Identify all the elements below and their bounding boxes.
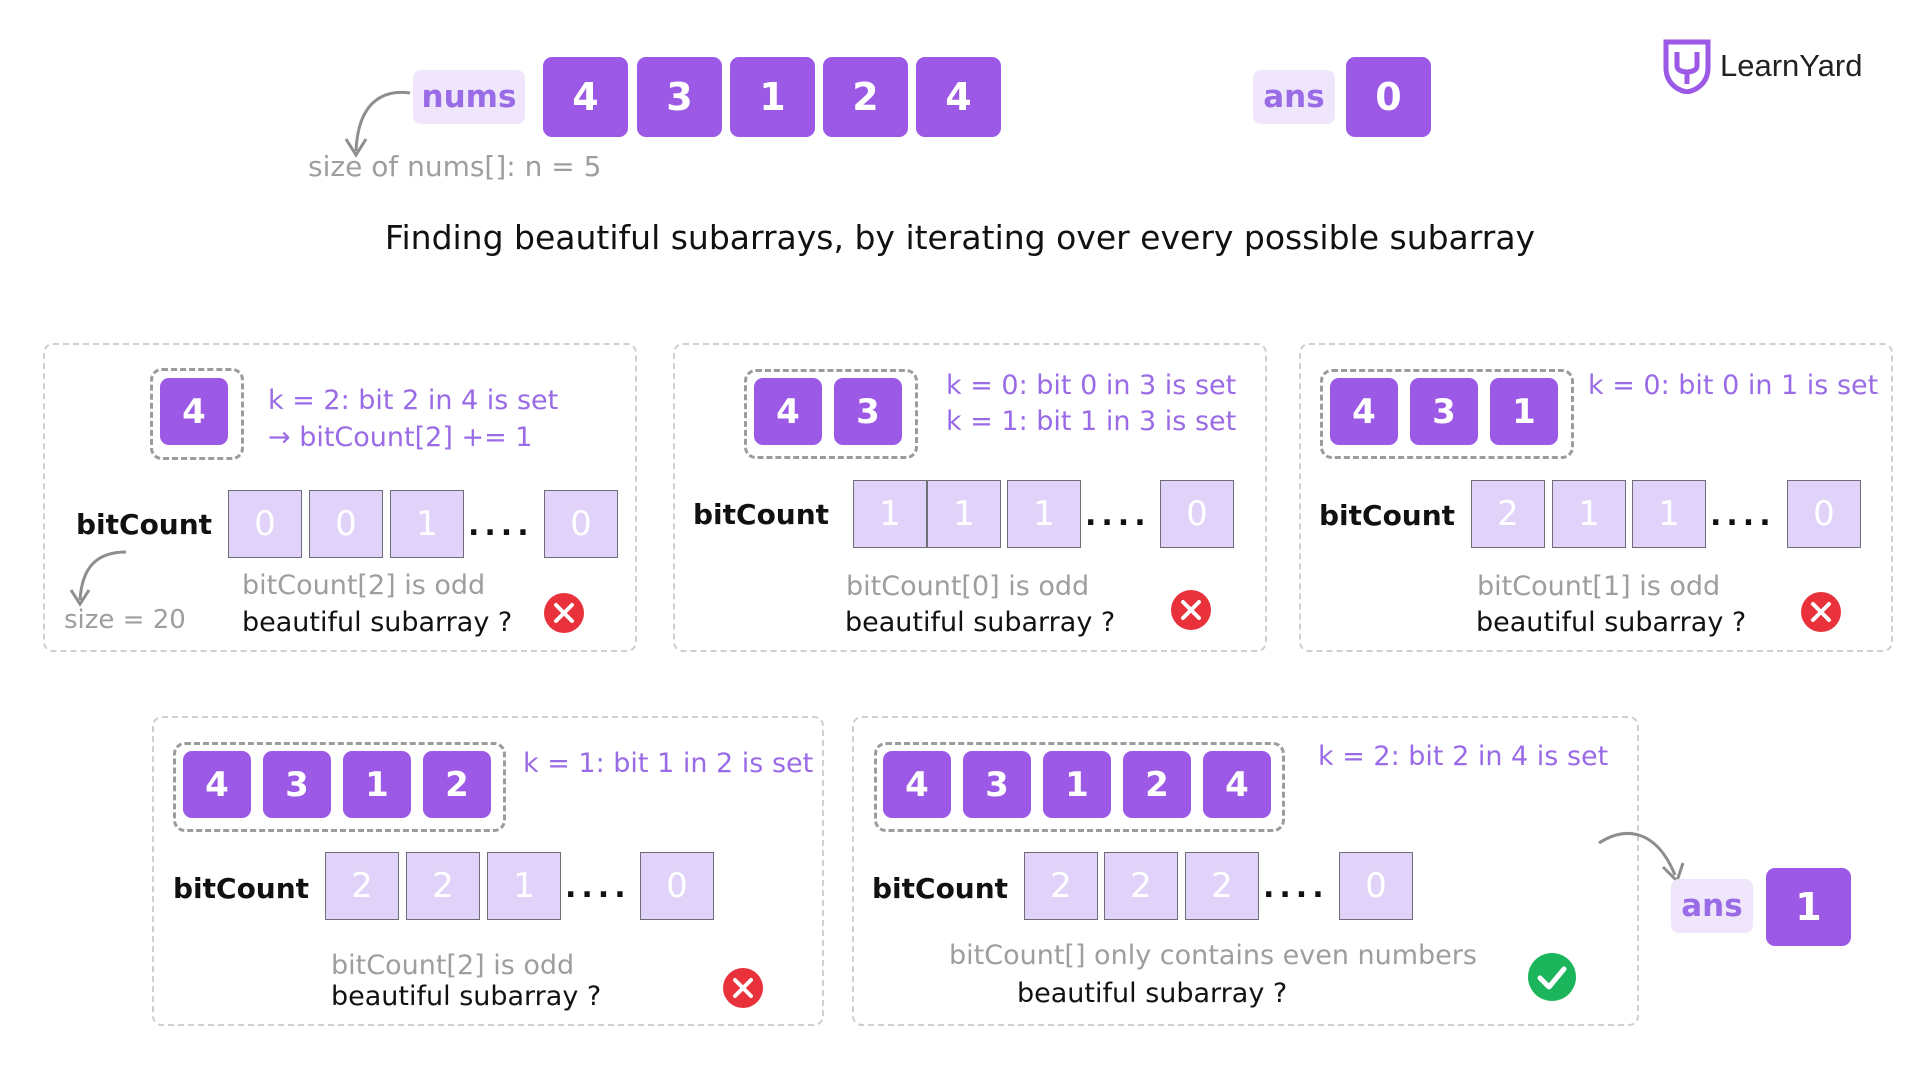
subarray-cell: 4: [1203, 751, 1271, 818]
subarray-cell: 4: [183, 751, 251, 818]
ellipsis: ....: [1263, 870, 1329, 905]
check-text: bitCount[] only contains even numbers: [949, 940, 1477, 971]
bitcount-cell: 2: [1024, 852, 1098, 920]
subarray-frame: [744, 369, 918, 459]
bitcount-cell: 0: [544, 490, 618, 558]
bitcount-label: bitCount: [693, 498, 830, 531]
nums-cell: 1: [730, 57, 815, 137]
nums-label: nums: [413, 70, 525, 124]
curved-arrow-icon: [69, 550, 127, 607]
subarray-cell: 3: [963, 751, 1031, 818]
panel-5: [852, 716, 1639, 1026]
panel-4-note-1: k = 1: bit 1 in 2 is set: [523, 748, 814, 779]
bitcount-cell: 1: [1007, 480, 1081, 548]
panel-2: [673, 343, 1267, 652]
bitcount-cell: 2: [1471, 480, 1545, 548]
page-title: Finding beautiful subarrays, by iteratin…: [384, 218, 1536, 257]
question-text: beautiful subarray ?: [1017, 978, 1288, 1009]
bitcount-cell: 0: [1160, 480, 1234, 548]
bitcount-cell: 1: [853, 480, 927, 548]
subarray-cell: 1: [343, 751, 411, 818]
question-text: beautiful subarray ?: [242, 607, 513, 638]
subarray-cell: 3: [834, 378, 902, 445]
bitcount-cell: 2: [1185, 852, 1259, 920]
ans-label: ans: [1253, 70, 1335, 124]
nums-size-note: size of nums[]: n = 5: [308, 150, 602, 183]
result-ans-label: ans: [1671, 879, 1753, 933]
learnyard-logo-icon: [1663, 39, 1711, 94]
panel-1: [43, 343, 637, 652]
subarray-cell: 4: [883, 751, 951, 818]
bitcount-label: bitCount: [173, 872, 310, 905]
bitcount-cell: 1: [927, 480, 1001, 548]
question-text: beautiful subarray ?: [331, 981, 602, 1012]
cross-icon: [723, 968, 763, 1008]
panel-1-note-2: → bitCount[2] += 1: [268, 422, 533, 453]
ans-value: 0: [1346, 57, 1431, 137]
question-text: beautiful subarray ?: [845, 607, 1116, 638]
subarray-frame: [874, 742, 1285, 832]
subarray-frame: [150, 368, 244, 460]
bitcount-cell: 0: [228, 490, 302, 558]
ellipsis: ....: [565, 870, 631, 905]
subarray-cell: 4: [754, 378, 822, 445]
panel-3: [1299, 343, 1893, 652]
panel-2-note-1: k = 0: bit 0 in 3 is set: [946, 370, 1237, 401]
bitcount-cell: 0: [1339, 852, 1413, 920]
bitcount-label: bitCount: [1319, 499, 1456, 532]
nums-cell: 4: [543, 57, 628, 137]
subarray-cell: 2: [1123, 751, 1191, 818]
curved-arrow-icon: [344, 90, 411, 158]
subarray-cell: 4: [160, 378, 228, 445]
check-text: bitCount[2] is odd: [242, 570, 486, 601]
question-text: beautiful subarray ?: [1476, 607, 1747, 638]
panel-1-note-1: k = 2: bit 2 in 4 is set: [268, 385, 559, 416]
panel-3-note-1: k = 0: bit 0 in 1 is set: [1588, 370, 1879, 401]
panel-5-note-1: k = 2: bit 2 in 4 is set: [1318, 741, 1609, 772]
ellipsis: ....: [1085, 498, 1151, 533]
subarray-frame: [1320, 369, 1574, 459]
size-note: size = 20: [64, 605, 186, 635]
bitcount-cell: 2: [325, 852, 399, 920]
panel-4: [152, 716, 824, 1026]
ellipsis: ....: [468, 508, 534, 543]
cross-icon: [1171, 590, 1211, 630]
bitcount-cell: 1: [390, 490, 464, 558]
cross-icon: [1801, 592, 1841, 632]
subarray-cell: 2: [423, 751, 491, 818]
result-ans-value: 1: [1766, 868, 1851, 946]
bitcount-cell: 2: [406, 852, 480, 920]
nums-cell: 4: [916, 57, 1001, 137]
nums-cell: 2: [823, 57, 908, 137]
logo: LearnYard: [1662, 38, 1862, 94]
bitcount-cell: 2: [1104, 852, 1178, 920]
subarray-cell: 3: [1410, 378, 1478, 445]
bitcount-cell: 1: [487, 852, 561, 920]
logo-text: LearnYard: [1720, 48, 1863, 83]
subarray-cell: 4: [1330, 378, 1398, 445]
subarray-cell: 1: [1490, 378, 1558, 445]
panel-2-note-2: k = 1: bit 1 in 3 is set: [946, 406, 1237, 437]
bitcount-label: bitCount: [872, 872, 1009, 905]
bitcount-cell: 0: [640, 852, 714, 920]
check-text: bitCount[0] is odd: [846, 571, 1090, 602]
bitcount-cell: 0: [1787, 480, 1861, 548]
check-text: bitCount[1] is odd: [1477, 571, 1721, 602]
check-icon: [1528, 953, 1576, 1001]
subarray-cell: 1: [1043, 751, 1111, 818]
bitcount-label: bitCount: [76, 508, 213, 541]
subarray-frame: [173, 742, 506, 832]
nums-cell: 3: [637, 57, 722, 137]
ellipsis: ....: [1710, 498, 1776, 533]
bitcount-cell: 1: [1632, 480, 1706, 548]
bitcount-cell: 1: [1552, 480, 1626, 548]
cross-icon: [544, 593, 584, 633]
check-text: bitCount[2] is odd: [331, 950, 575, 981]
subarray-cell: 3: [263, 751, 331, 818]
bitcount-cell: 0: [309, 490, 383, 558]
